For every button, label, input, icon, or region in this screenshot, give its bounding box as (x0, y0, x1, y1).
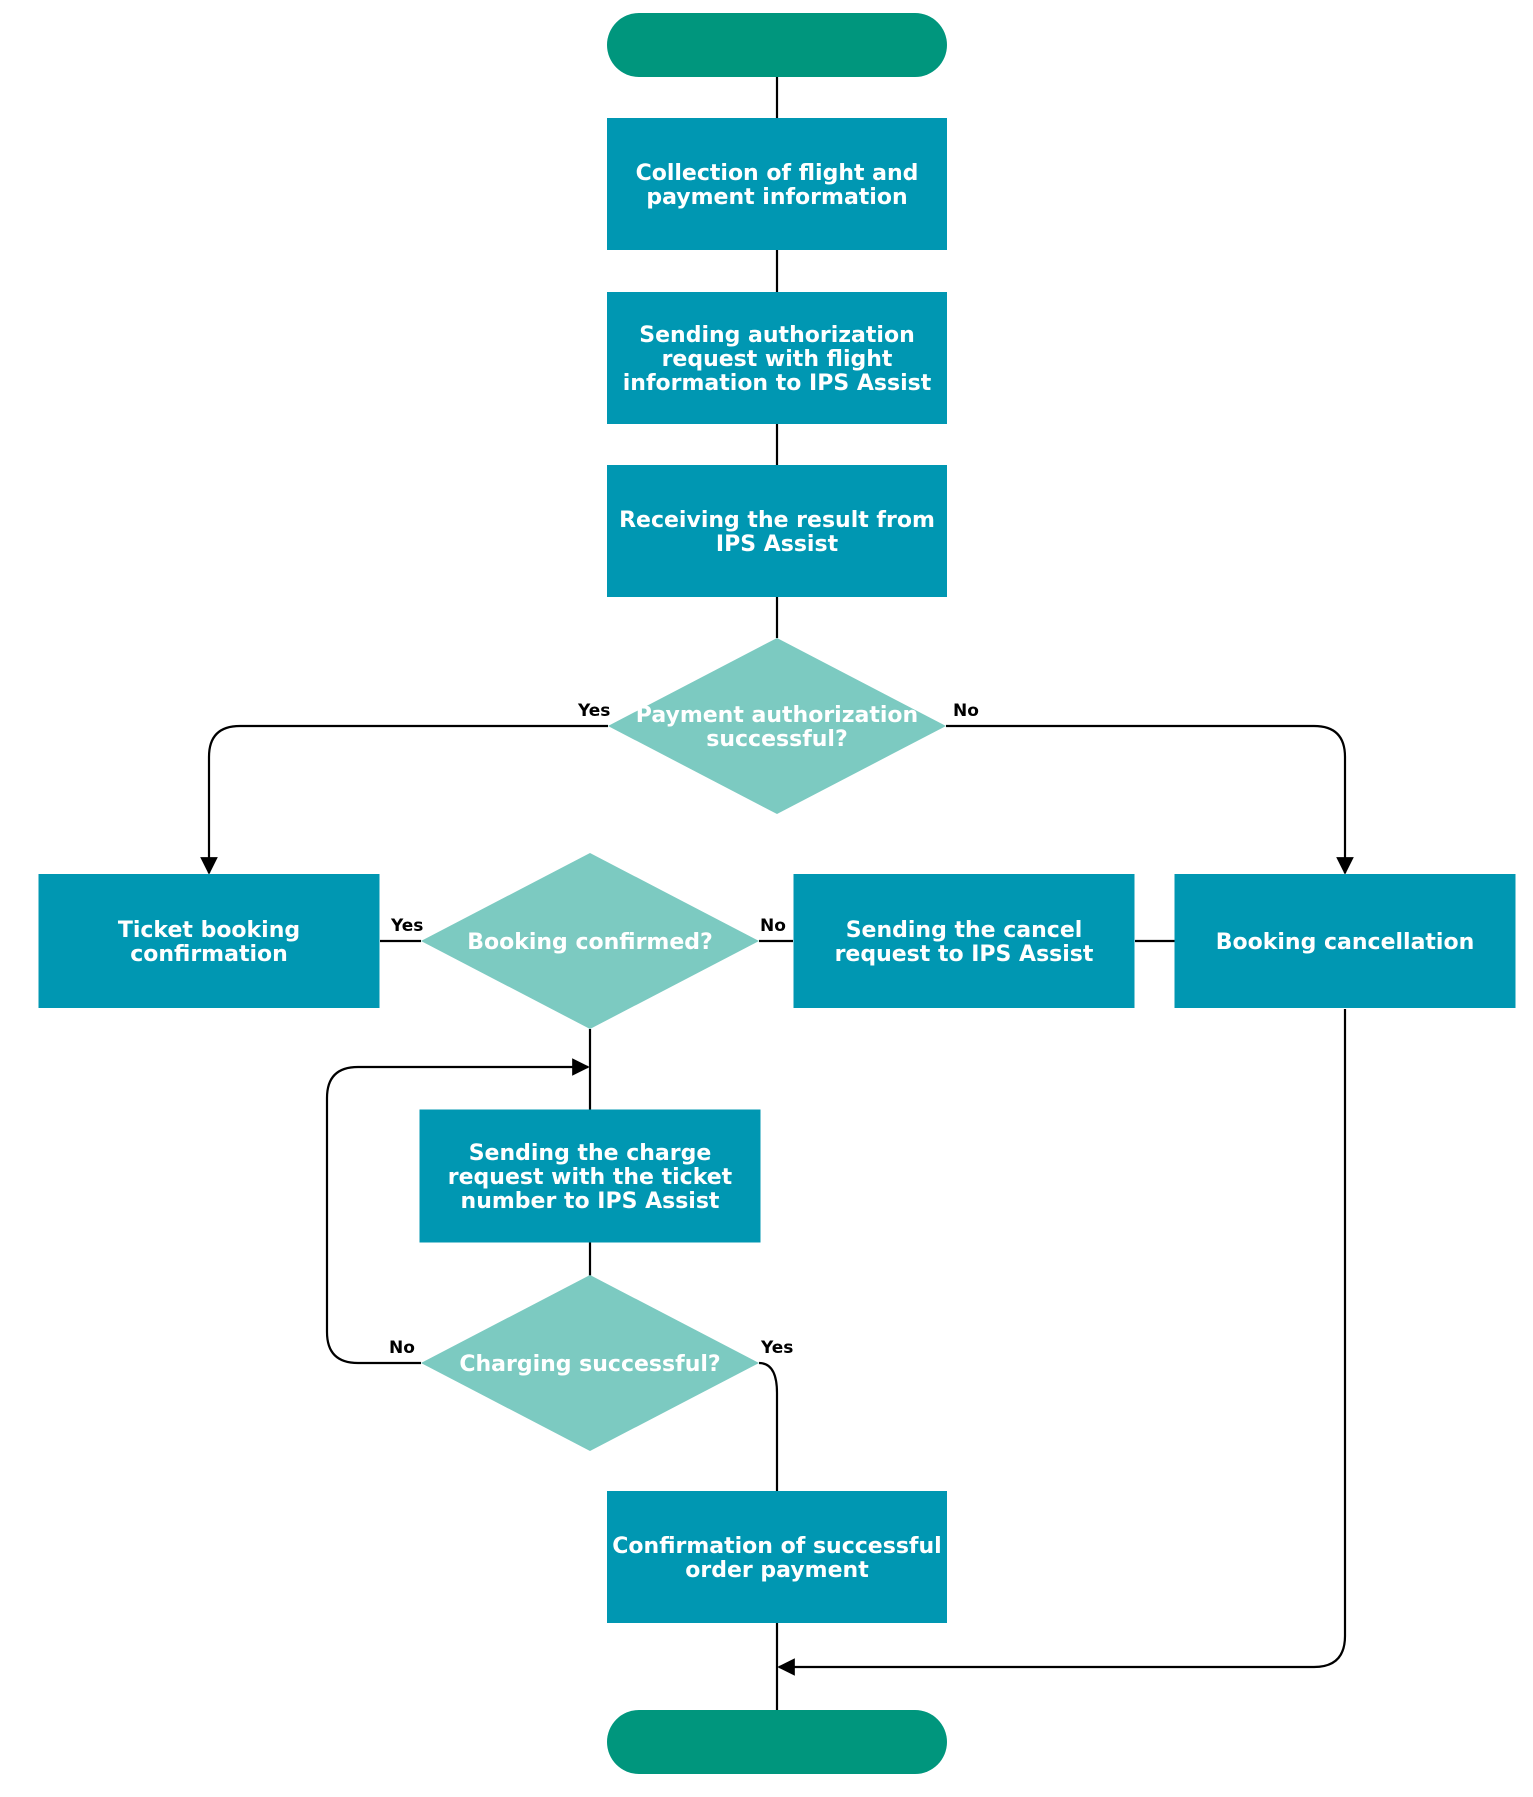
node-label-line: Sending authorization (639, 323, 914, 348)
node-booking-cancel: Booking cancellation (1174, 874, 1516, 1008)
terminal-shape (607, 13, 947, 77)
node-start (607, 13, 947, 77)
node-label: Booking cancellation (1216, 930, 1475, 955)
node-end (607, 1710, 947, 1774)
label-booking-yes: Yes (390, 916, 423, 936)
node-label-line: IPS Assist (716, 532, 839, 557)
node-label-line: successful? (706, 727, 848, 752)
process-shape (607, 465, 947, 597)
connector-cancel-merge (777, 1009, 1347, 1676)
node-label-line: Booking confirmed? (467, 930, 713, 955)
node-label-line: Sending the cancel (846, 918, 1083, 943)
process-shape (38, 874, 380, 1008)
process-shape (607, 118, 947, 250)
connector-charging-yes (758, 1361, 779, 1491)
node-label-line: Confirmation of successful (612, 1534, 941, 1559)
terminal-shape (607, 1710, 947, 1774)
label-charging-yes: Yes (760, 1338, 793, 1358)
node-label-line: Booking cancellation (1216, 930, 1475, 955)
node-label-line: payment information (646, 185, 907, 210)
decision-shape (421, 1275, 759, 1451)
node-label-line: number to IPS Assist (461, 1189, 720, 1214)
decision-shape (421, 853, 759, 1029)
node-charging: Charging successful? (421, 1275, 759, 1451)
node-label-line: request with flight (662, 347, 893, 372)
node-label-line: Sending the charge (469, 1141, 712, 1166)
decision-shape (608, 638, 946, 814)
connector-payment-no (946, 724, 1354, 875)
node-label-line: Collection of flight and (636, 161, 919, 186)
node-label-line: request to IPS Assist (835, 942, 1094, 967)
connector-charging-no-loop (325, 1058, 590, 1365)
process-shape (607, 292, 947, 424)
node-label: Booking confirmed? (467, 930, 713, 955)
process-shape (419, 1109, 761, 1243)
label-charging-no: No (389, 1338, 415, 1358)
node-label: Charging successful? (459, 1352, 720, 1377)
edge-labels: Yes No Yes No No Yes (389, 701, 979, 1358)
node-label-line: confirmation (130, 942, 288, 967)
process-shape (607, 1491, 947, 1623)
process-shape (793, 874, 1135, 1008)
node-label-line: Charging successful? (459, 1352, 720, 1377)
node-label-line: Ticket booking (118, 918, 300, 943)
label-payment-yes: Yes (577, 701, 610, 721)
process-shape (1174, 874, 1516, 1008)
node-label-line: information to IPS Assist (623, 371, 932, 396)
node-label-line: order payment (685, 1558, 869, 1583)
node-label-line: request with the ticket (448, 1165, 733, 1190)
label-booking-no: No (760, 916, 786, 936)
label-payment-no: No (953, 701, 979, 721)
node-label-line: Receiving the result from (619, 508, 935, 533)
node-label-line: Payment authorization (636, 703, 918, 728)
node-booking-confirmed: Booking confirmed? (421, 853, 759, 1029)
connectors (200, 77, 1354, 1710)
connector-payment-yes (200, 724, 608, 875)
